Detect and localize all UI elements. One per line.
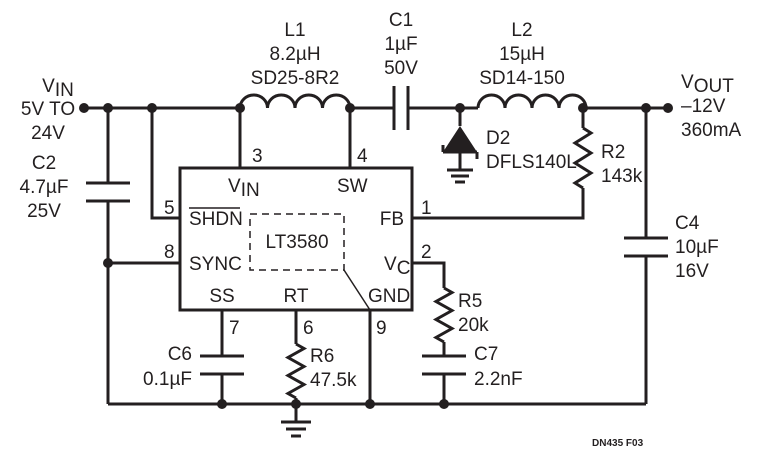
vin-max: 24V: [31, 123, 65, 144]
resistor-r5: R5 20k: [432, 286, 489, 344]
pin-ss-label: SS: [209, 286, 234, 307]
vin-symbol: VIN: [42, 76, 74, 101]
r6-value: 47.5k: [310, 370, 357, 391]
l2-ref: L2: [511, 20, 532, 41]
c4-ref: C4: [675, 213, 700, 234]
junction: [103, 258, 113, 268]
junction: [455, 103, 465, 113]
c2-plates: [86, 181, 130, 203]
vout-voltage: –12V: [681, 96, 726, 117]
capacitor-c6: C6 0.1µF: [143, 344, 244, 390]
r6-ref: R6: [310, 346, 334, 367]
pin-1-number: 1: [421, 198, 432, 219]
vin-terminal: [79, 103, 89, 113]
pin-4-number: 4: [357, 146, 368, 167]
d2-triangle: [443, 126, 477, 152]
junction: [641, 103, 651, 113]
d2-ref: D2: [486, 128, 510, 149]
pin-gnd-label: GND: [368, 286, 410, 307]
junction: [147, 103, 157, 113]
inductor-l1: L1 8.2µH SD25-8R2: [238, 20, 352, 109]
l2-coil: [476, 93, 588, 109]
ic-body: [178, 166, 414, 312]
r6-zigzag: [284, 342, 308, 400]
capacitor-c1: C1 1µF 50V: [384, 10, 418, 130]
c6-plates: [200, 354, 244, 376]
capacitor-c2: C2 4.7µF 25V: [20, 153, 130, 222]
pin-fb-label: FB: [380, 209, 404, 230]
l1-value: 8.2µH: [269, 44, 320, 65]
pin-shdn-label: SHDN: [189, 209, 243, 230]
resistor-r6: R6 47.5k: [284, 342, 357, 400]
c6-value: 0.1µF: [143, 369, 192, 390]
l2-part: SD14-150: [479, 68, 565, 89]
c4-plates: [624, 236, 668, 258]
pin-6-number: 6: [303, 318, 314, 339]
c7-plates: [422, 354, 466, 376]
ground-symbol: [281, 420, 311, 438]
pin-sync-label: SYNC: [189, 254, 242, 275]
junction: [103, 103, 113, 113]
l2-value: 15µH: [499, 44, 545, 65]
l1-coil: [238, 93, 352, 109]
pin-5-number: 5: [164, 198, 175, 219]
junction: [439, 399, 449, 409]
c2-value: 4.7µF: [20, 177, 69, 198]
vout-symbol: VOUT: [681, 72, 734, 97]
ic-gnd-leader: [343, 269, 371, 311]
r2-ref: R2: [601, 142, 625, 163]
c4-value: 10µF: [675, 237, 719, 258]
ic-lt3580: LT3580 VIN SW SHDN SYNC FB VC SS RT GND …: [164, 146, 432, 339]
c6-ref: C6: [168, 344, 192, 365]
vin-label: VIN 5V TO 24V: [21, 76, 75, 144]
c7-value: 2.2nF: [474, 369, 523, 390]
c1-voltage: 50V: [384, 58, 418, 79]
pin-sw-label: SW: [337, 176, 368, 197]
pin-vin-label: VIN: [228, 176, 260, 201]
c4-voltage: 16V: [675, 261, 709, 282]
c2-voltage: 25V: [27, 201, 61, 222]
resistor-r2: R2 143k: [572, 126, 643, 190]
junction-dots: [79, 103, 673, 409]
ic-name: LT3580: [265, 232, 328, 253]
pin-9-number: 9: [376, 318, 387, 339]
r5-ref: R5: [458, 291, 482, 312]
junction: [217, 399, 227, 409]
capacitor-c4: C4 10µF 16V: [624, 213, 719, 282]
junction: [291, 399, 301, 409]
r2-zigzag: [572, 126, 594, 190]
r5-zigzag: [432, 286, 456, 344]
pin-7-number: 7: [229, 318, 240, 339]
pin-vc-label: VC: [384, 254, 410, 279]
l1-ref: L1: [284, 20, 305, 41]
d2-schottky-hooks: [441, 145, 479, 159]
pin-rt-label: RT: [284, 286, 309, 307]
c2-ref: C2: [32, 153, 56, 174]
r5-value: 20k: [458, 315, 489, 336]
l1-part: SD25-8R2: [251, 68, 340, 89]
pin-2-number: 2: [421, 242, 432, 263]
r2-value: 143k: [601, 166, 643, 187]
junction: [365, 399, 375, 409]
vout-terminal: [663, 103, 673, 113]
d2-ground-symbol: [447, 168, 473, 184]
c1-plates: [392, 86, 410, 130]
vin-range: 5V TO: [21, 99, 75, 120]
figure-id: DN435 F03: [592, 438, 644, 449]
c7-ref: C7: [474, 344, 498, 365]
inductor-l2: L2 15µH SD14-150: [476, 20, 588, 109]
diode-d2: D2 DFLS140L: [441, 126, 577, 184]
ic-die-outline: [249, 213, 345, 271]
capacitor-c7: C7 2.2nF: [422, 344, 523, 390]
pin-8-number: 8: [164, 242, 175, 263]
c1-value: 1µF: [384, 34, 417, 55]
d2-part: DFLS140L: [486, 152, 577, 173]
vout-current: 360mA: [681, 120, 742, 141]
vout-label: VOUT –12V 360mA: [681, 72, 742, 141]
pin-3-number: 3: [252, 146, 263, 167]
c1-ref: C1: [389, 10, 413, 31]
